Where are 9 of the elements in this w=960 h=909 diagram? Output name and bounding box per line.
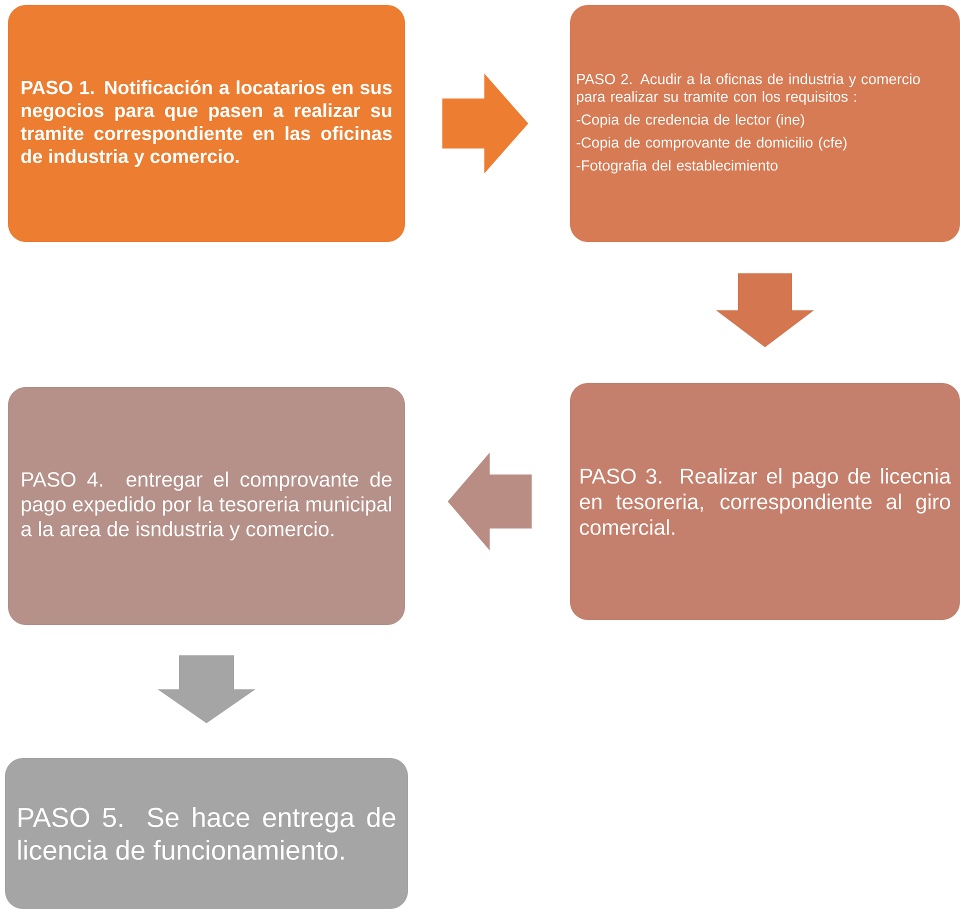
step-box: PASO 3. Realizar el pago de licecnia en tesoreria, correspondiente al giro comercial. [570,383,960,620]
step-box: PASO 1. Notificación a locatarios en sus negocios para que pasen a realizar su tramite correspondiente en las oficinas de industria y comercio. [8,5,405,242]
block-arrow [442,74,528,174]
block-arrow [716,273,814,348]
step-box: PASO 2. Acudir a la oficnas de industria y comercio para realizar su tramite con los requisitos : -Copia de credencia de lector (ine) -Copia de comprovante de domicilio (cfe) -Fotografia del establecimiento [570,5,960,242]
block-arrow [158,655,256,724]
step-box: PASO 5. Se hace entrega de licencia de funcionamiento. [5,758,408,909]
step-box: PASO 4. entregar el comprovante de pago expedido por la tesoreria municipal a la area de isndustria y comercio. [8,387,405,625]
block-arrow [448,452,532,550]
